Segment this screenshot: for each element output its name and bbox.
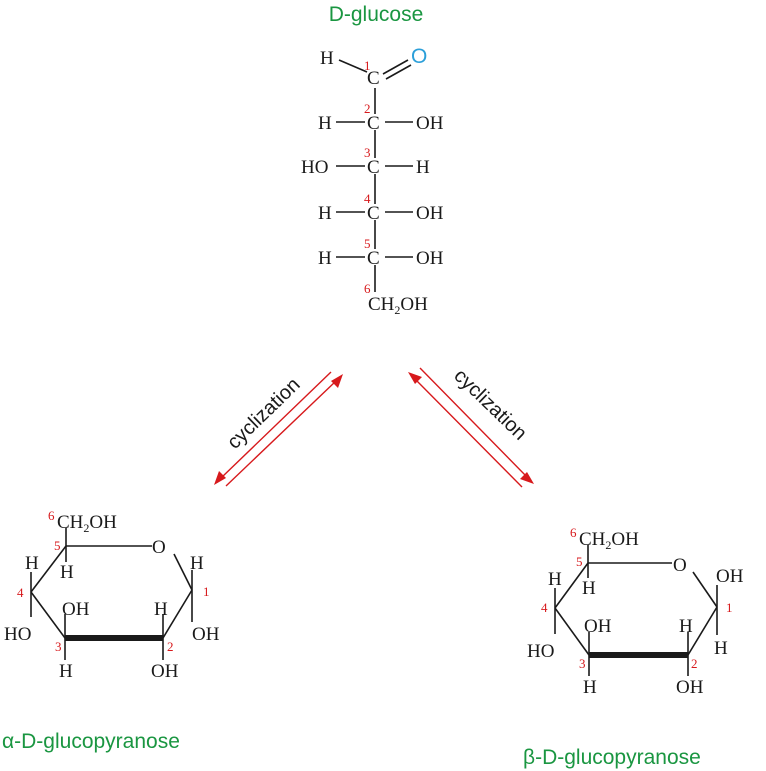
alpha-c6-oh: OH: [89, 512, 117, 533]
beta-c4-number: 4: [541, 600, 548, 615]
c6-group: CH2OH: [368, 294, 428, 317]
alpha-title: α-D-glucopyranose: [2, 730, 180, 753]
left-arrow-down: [220, 371, 332, 479]
alpha-c4-number: 4: [17, 585, 24, 600]
alpha-c2-number: 2: [167, 639, 174, 654]
c1-o-double-bond-b: [385, 64, 412, 80]
beta-c5-number: 5: [576, 554, 583, 569]
alpha-bond-c4-c5: [30, 545, 67, 593]
c3-number: 3: [364, 145, 371, 160]
beta-c3-number: 3: [579, 656, 586, 671]
c1-o-double-bond-a: [382, 59, 409, 75]
alpha-c6-number: 6: [48, 508, 55, 523]
alpha-c3-number: 3: [55, 639, 62, 654]
left-arrow-up: [225, 380, 337, 487]
c5-carbon: C: [367, 248, 380, 269]
beta-bond-c1-c2: [687, 606, 718, 656]
beta-c2-number: 2: [691, 656, 698, 671]
c2-right: OH: [416, 113, 444, 134]
alpha-bond-c3-c4: [30, 591, 66, 639]
alpha-c2-oh: OH: [151, 661, 179, 682]
c1-carbonyl-oxygen: O: [411, 45, 427, 68]
c5-number: 5: [364, 236, 371, 251]
c5-left: H: [318, 248, 332, 269]
right-arrow-up: [414, 378, 523, 488]
c2-left: H: [318, 113, 332, 134]
alpha-c5-number: 5: [54, 538, 61, 553]
left-arrow-up-head: [331, 374, 343, 388]
right-arrow-down: [419, 367, 528, 478]
beta-c2-oh: OH: [676, 677, 704, 698]
alpha-c1-h: H: [190, 553, 204, 574]
alpha-c5-h: H: [60, 562, 74, 583]
beta-c6-ch: CH: [579, 529, 606, 550]
alpha-c4-ho: HO: [4, 624, 31, 645]
beta-bond-c4-c5: [554, 562, 589, 609]
alpha-c1-number: 1: [203, 584, 210, 599]
alpha-c6-group: CH2OH: [57, 512, 117, 535]
beta-bond-c3-c4: [554, 607, 590, 656]
beta-c3-h: H: [583, 677, 597, 698]
left-arrow-down-head: [214, 471, 226, 485]
right-equilibrium-arrows: cyclization: [408, 365, 534, 488]
c4-right: OH: [416, 203, 444, 224]
c5-hydroxyl: OH: [416, 248, 444, 269]
alpha-bond-o-c1: [173, 553, 193, 591]
beta-title: β-D-glucopyranose: [523, 746, 701, 769]
beta-c4-ho: HO: [527, 641, 554, 662]
beta-c6-oh: OH: [611, 529, 639, 550]
left-cyclization-label: cyclization: [223, 374, 305, 454]
c6-subscript: 2: [394, 303, 400, 317]
beta-c1-h: H: [714, 638, 728, 659]
c1-hydrogen: H: [320, 48, 334, 69]
c3-carbon: C: [367, 157, 380, 178]
alpha-c6-ch: CH: [57, 512, 84, 533]
beta-d-glucopyranose: 6 CH2OH 5 O H H 4 HO OH 3 H H 2 OH OH 1 …: [523, 525, 744, 769]
right-cyclization-label: cyclization: [449, 365, 531, 445]
c1-carbon: C: [367, 68, 380, 89]
c2-carbon: C: [367, 113, 380, 134]
c4-carbon: C: [367, 203, 380, 224]
alpha-c3-h: H: [59, 661, 73, 682]
c6-number: 6: [364, 281, 371, 296]
c1-h-bond: [338, 59, 368, 73]
beta-c1-number: 1: [726, 600, 733, 615]
c2-number: 2: [364, 101, 371, 116]
c3-right: H: [416, 157, 430, 178]
alpha-ring-oxygen: O: [152, 537, 166, 558]
beta-anomeric-oh: OH: [716, 566, 744, 587]
c4-number: 4: [364, 191, 371, 206]
d-glucose-title: D-glucose: [329, 3, 424, 26]
beta-c5-h: H: [582, 578, 596, 599]
c3-left: HO: [301, 157, 328, 178]
left-equilibrium-arrows: cyclization: [214, 371, 343, 487]
d-glucose-fischer: D-glucose H 1 C O 2 H C OH 3 HO C H 4 H …: [301, 3, 444, 317]
c4-left: H: [318, 203, 332, 224]
right-arrow-down-head: [520, 472, 534, 484]
alpha-c3-oh: OH: [62, 599, 90, 620]
beta-c3-oh: OH: [584, 616, 612, 637]
alpha-c4-h: H: [25, 553, 39, 574]
beta-c6-group: CH2OH: [579, 529, 639, 552]
alpha-anomeric-oh: OH: [192, 624, 220, 645]
beta-ring-oxygen: O: [673, 555, 687, 576]
alpha-d-glucopyranose: 6 CH2OH 5 O H H 4 HO OH 3 H H 2 OH H 1 O…: [2, 508, 220, 753]
c1-number: 1: [364, 58, 371, 73]
c6-ch: CH: [368, 294, 395, 315]
beta-bond-o-c1: [692, 571, 718, 608]
beta-c2-h: H: [679, 616, 693, 637]
alpha-c6-subscript: 2: [83, 521, 89, 535]
right-arrow-up-head: [408, 372, 422, 384]
alpha-c2-h: H: [154, 599, 168, 620]
beta-c4-h: H: [548, 569, 562, 590]
c6-oh: OH: [400, 294, 428, 315]
beta-c6-subscript: 2: [605, 538, 611, 552]
alpha-bond-c1-c2: [162, 589, 193, 639]
beta-c6-number: 6: [570, 525, 577, 540]
